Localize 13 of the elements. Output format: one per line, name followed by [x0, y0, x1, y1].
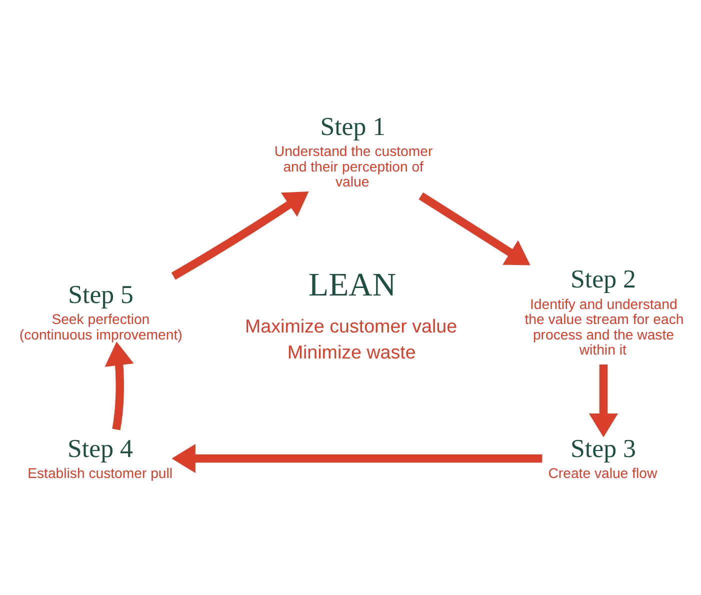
label: Maximize customer value: [245, 316, 458, 337]
label: Minimize waste: [287, 341, 416, 362]
arrow: [588, 364, 618, 438]
node-text: Step 4 Establish customer pull: [28, 434, 173, 482]
arrow: [172, 444, 542, 474]
node-text: Step 2 Identify and understand the value stream for each process and the waste within it: [524, 264, 684, 358]
node-text: Step 5 Seek perfection (continuous improvement): [19, 280, 182, 342]
node-text: Step 1 Understand the customer and their perception of value: [274, 112, 433, 190]
label: LEAN: [308, 268, 396, 304]
node-text: Step 3 Create value flow: [548, 434, 658, 482]
arrow: [418, 192, 530, 266]
arrow: [104, 342, 134, 430]
arrow: [171, 192, 309, 280]
